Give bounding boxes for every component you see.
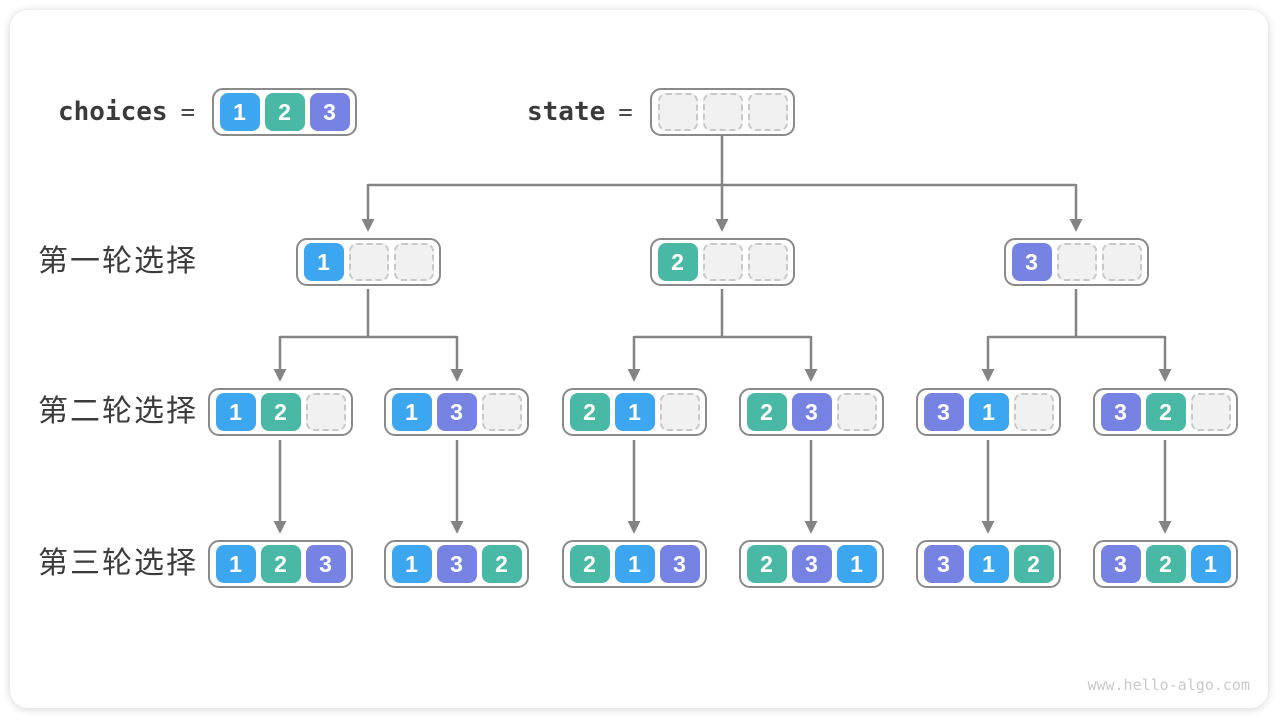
empty-cell xyxy=(393,243,434,281)
node-round3-132: 1 3 2 xyxy=(384,540,529,588)
choice-cell: 3 xyxy=(923,545,964,583)
node-round2-12: 1 2 xyxy=(208,388,353,436)
choice-cell: 3 xyxy=(1100,393,1141,431)
node-round1-2: 2 xyxy=(650,238,795,286)
choice-cell: 3 xyxy=(1011,243,1052,281)
choice-cell: 1 xyxy=(1190,545,1231,583)
empty-cell xyxy=(305,393,346,431)
choice-cell: 3 xyxy=(791,393,832,431)
node-round1-1: 1 xyxy=(296,238,441,286)
choice-cell: 1 xyxy=(391,393,432,431)
choice-cell: 2 xyxy=(746,393,787,431)
choice-cell: 3 xyxy=(309,93,350,131)
diagram-card xyxy=(10,10,1268,708)
empty-cell xyxy=(657,93,698,131)
choice-cell: 3 xyxy=(791,545,832,583)
choice-cell: 2 xyxy=(569,393,610,431)
row-label-round3: 第三轮选择 xyxy=(38,547,198,580)
choice-cell: 1 xyxy=(968,545,1009,583)
choice-cell: 3 xyxy=(436,393,477,431)
empty-cell xyxy=(348,243,389,281)
node-round3-123: 1 2 3 xyxy=(208,540,353,588)
choice-cell: 3 xyxy=(436,545,477,583)
choice-cell: 2 xyxy=(1145,545,1186,583)
choice-cell: 2 xyxy=(1145,393,1186,431)
state-label: state xyxy=(527,97,606,127)
empty-cell xyxy=(1056,243,1097,281)
choice-cell: 1 xyxy=(968,393,1009,431)
empty-cell xyxy=(1101,243,1142,281)
state-label-group: state = xyxy=(527,88,633,136)
row-label-round1: 第一轮选择 xyxy=(38,245,198,278)
choice-cell: 2 xyxy=(260,393,301,431)
choice-cell: 2 xyxy=(1013,545,1054,583)
choice-cell: 3 xyxy=(1100,545,1141,583)
watermark: www.hello-algo.com xyxy=(1087,676,1250,694)
choice-cell: 1 xyxy=(614,545,655,583)
choice-cell: 2 xyxy=(569,545,610,583)
choice-cell: 3 xyxy=(305,545,346,583)
choice-cell: 3 xyxy=(923,393,964,431)
state-array-node xyxy=(650,88,795,136)
choice-cell: 1 xyxy=(614,393,655,431)
choice-cell: 1 xyxy=(391,545,432,583)
choice-cell: 2 xyxy=(264,93,305,131)
empty-cell xyxy=(836,393,877,431)
node-round2-23: 2 3 xyxy=(739,388,884,436)
choice-cell: 1 xyxy=(836,545,877,583)
empty-cell xyxy=(1190,393,1231,431)
choice-cell: 2 xyxy=(657,243,698,281)
choices-label: choices xyxy=(58,97,168,127)
node-round1-3: 3 xyxy=(1004,238,1149,286)
empty-cell xyxy=(659,393,700,431)
choice-cell: 1 xyxy=(303,243,344,281)
node-round3-312: 3 1 2 xyxy=(916,540,1061,588)
choices-array-node: 1 2 3 xyxy=(212,88,357,136)
empty-cell xyxy=(702,93,743,131)
choice-cell: 1 xyxy=(219,93,260,131)
node-round2-31: 3 1 xyxy=(916,388,1061,436)
choice-cell: 1 xyxy=(215,393,256,431)
choices-equals-sign: = xyxy=(180,98,196,126)
empty-cell xyxy=(747,243,788,281)
node-round3-231: 2 3 1 xyxy=(739,540,884,588)
state-equals-sign: = xyxy=(618,98,633,126)
node-round2-21: 2 1 xyxy=(562,388,707,436)
row-label-round2: 第二轮选择 xyxy=(38,395,198,428)
empty-cell xyxy=(702,243,743,281)
choice-cell: 2 xyxy=(746,545,787,583)
choices-label-group: choices = xyxy=(58,88,195,136)
node-round3-321: 3 2 1 xyxy=(1093,540,1238,588)
empty-cell xyxy=(1013,393,1054,431)
choice-cell: 3 xyxy=(659,545,700,583)
node-round2-13: 1 3 xyxy=(384,388,529,436)
empty-cell xyxy=(747,93,788,131)
choice-cell: 1 xyxy=(215,545,256,583)
node-round2-32: 3 2 xyxy=(1093,388,1238,436)
choice-cell: 2 xyxy=(481,545,522,583)
choice-cell: 2 xyxy=(260,545,301,583)
node-round3-213: 2 1 3 xyxy=(562,540,707,588)
empty-cell xyxy=(481,393,522,431)
